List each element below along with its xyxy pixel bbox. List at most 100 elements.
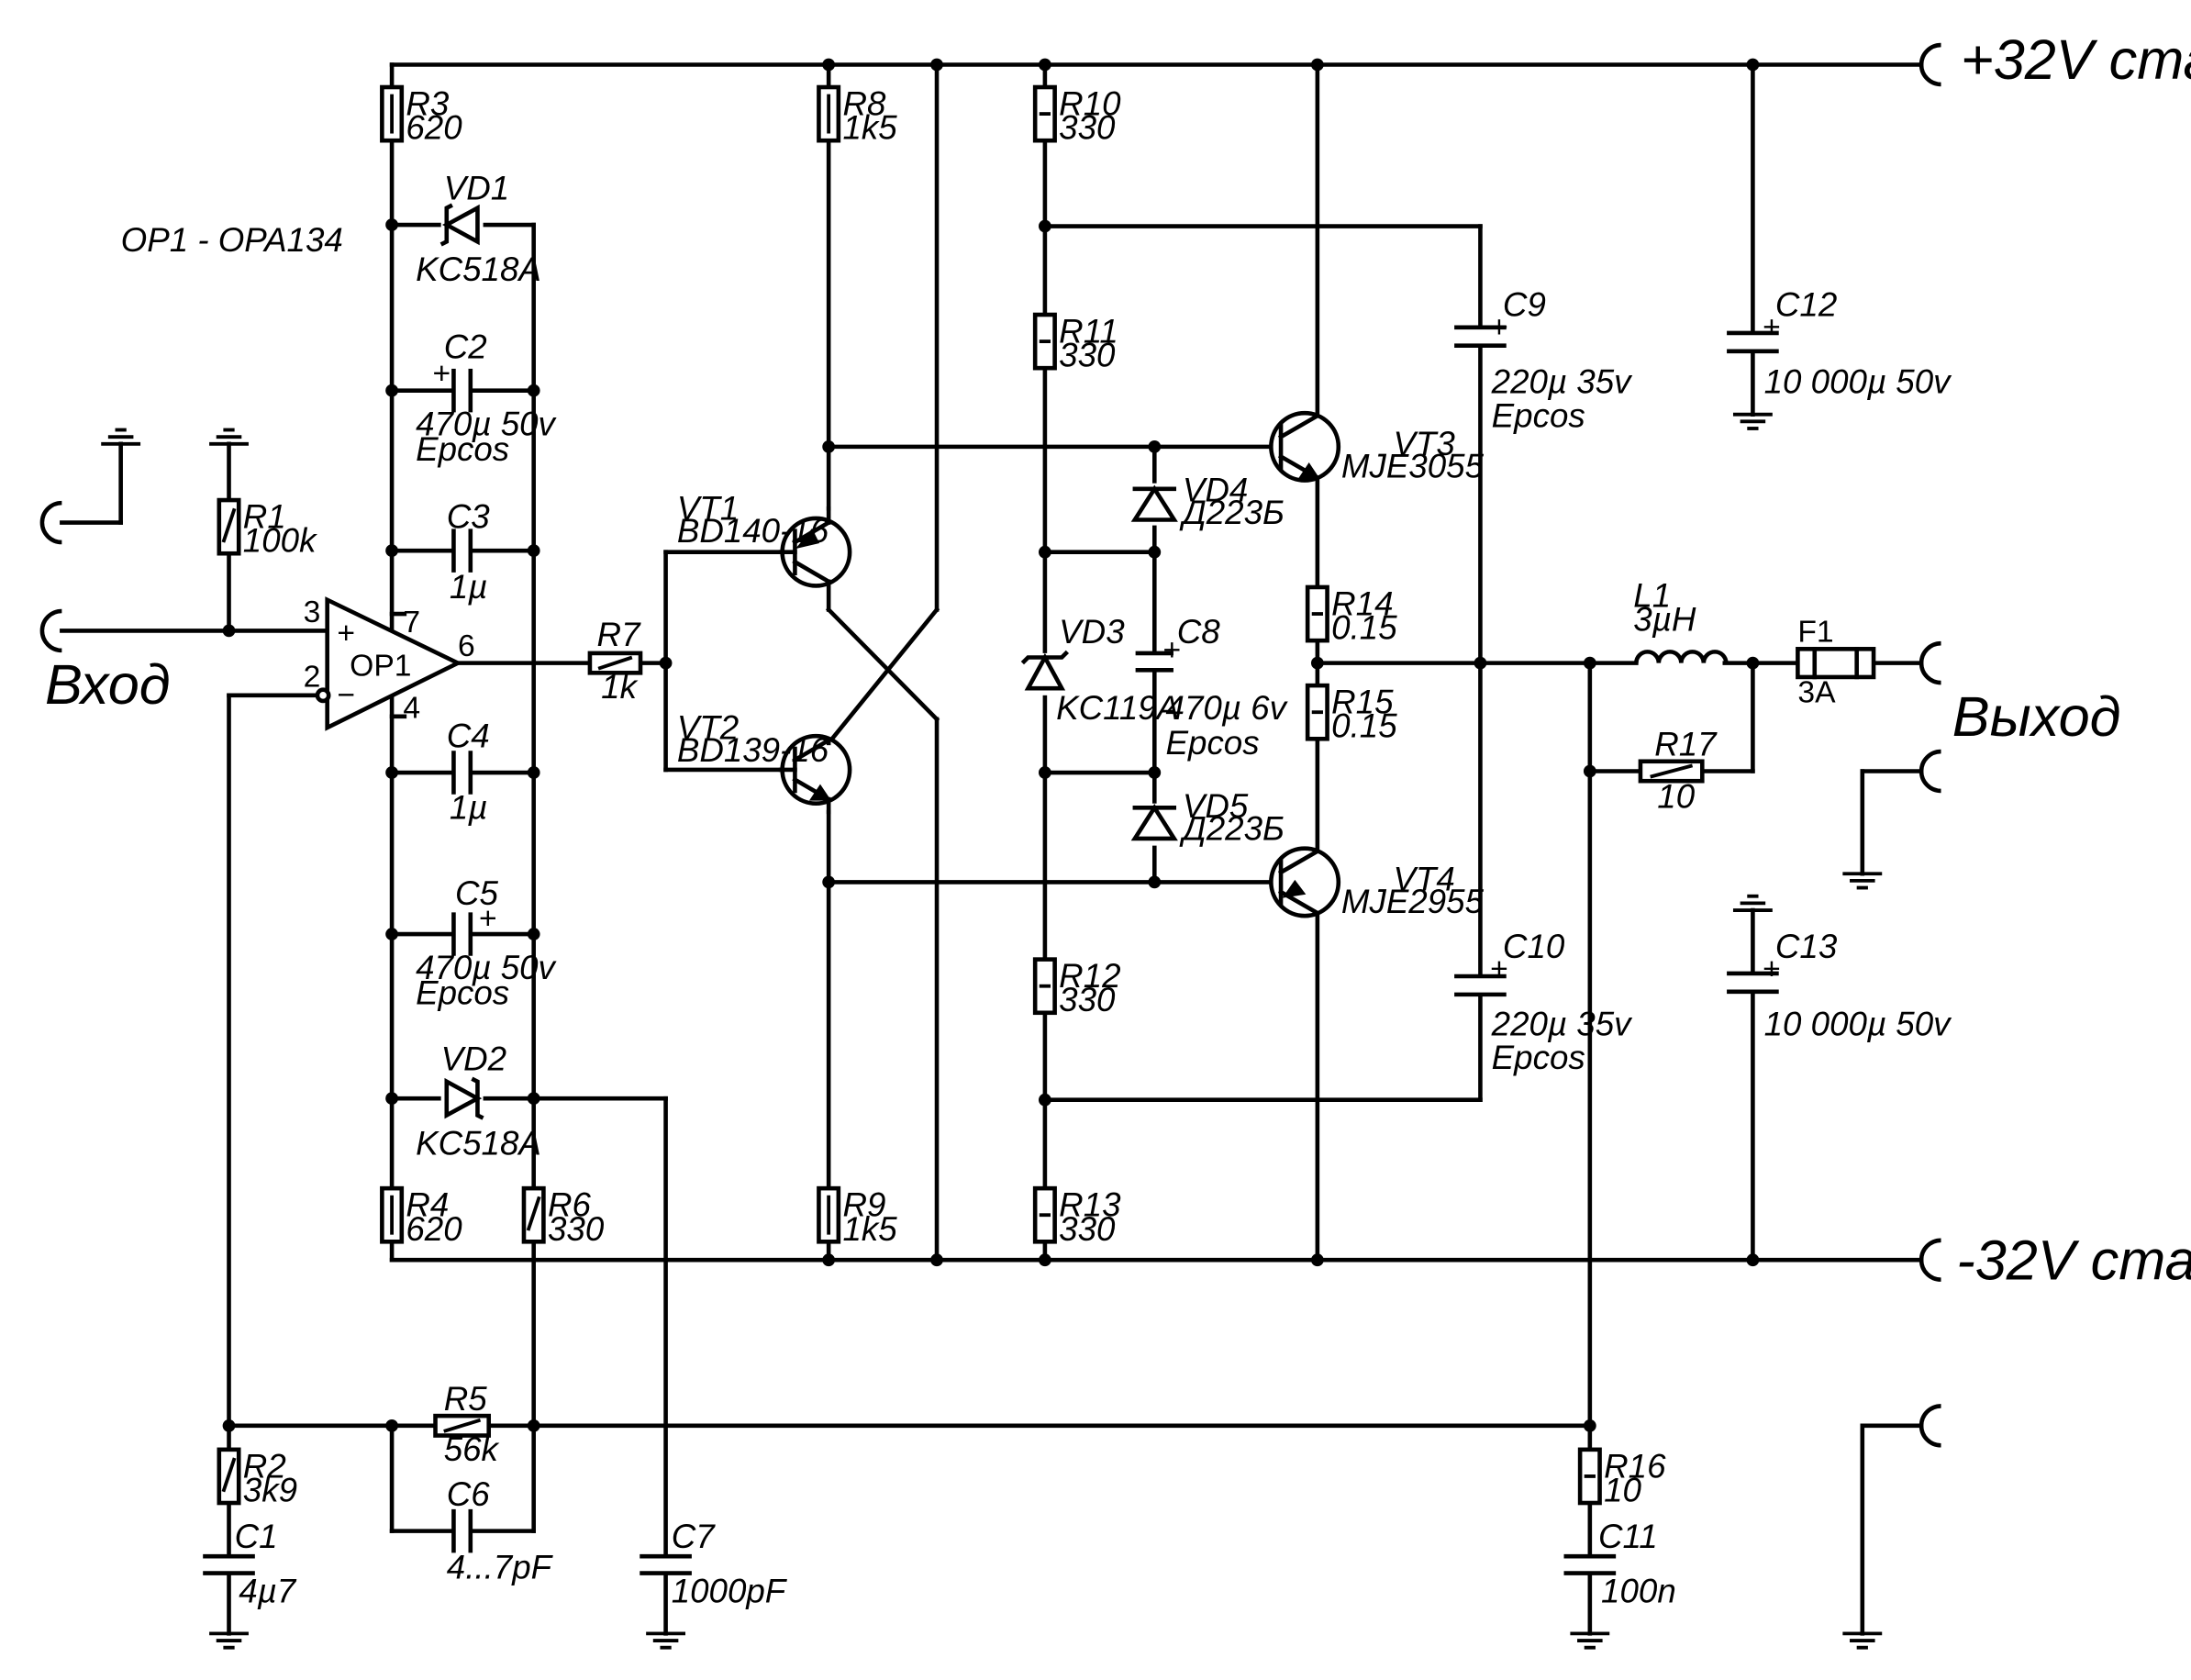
r2-ref: R2	[243, 1447, 286, 1485]
opamp-pin7: 7	[403, 606, 420, 640]
f1-ref: F1	[1797, 616, 1833, 650]
resistor-r11	[1032, 312, 1057, 371]
opamp-pin4: 4	[403, 691, 420, 725]
resistor-r9	[817, 1185, 841, 1244]
r11-ref: R11	[1059, 313, 1118, 350]
diode-vd5	[1130, 803, 1178, 846]
resistor-r3	[380, 84, 405, 143]
c12-value: 10 000µ 50v	[1764, 363, 1953, 401]
resistor-r2	[217, 1447, 241, 1506]
capacitor-c13	[1720, 971, 1785, 995]
vd1-value: KC518A	[416, 250, 541, 288]
capacitor-c4	[451, 750, 473, 795]
c4-ref: C4	[447, 717, 490, 754]
resistor-r13	[1032, 1185, 1057, 1244]
r9-ref: R9	[842, 1186, 885, 1224]
c12-ref: C12	[1775, 286, 1837, 324]
c8-plus: +	[1162, 634, 1181, 668]
l1-ref: L1	[1633, 576, 1671, 614]
transistor-vt2	[778, 733, 852, 815]
label-vplus: +32V стаб	[1961, 28, 2191, 91]
c8-brand: Epcos	[1166, 724, 1260, 762]
vt2-ref: VT2	[677, 708, 739, 746]
vd2-value: KC518A	[416, 1124, 541, 1162]
opamp-pin3: 3	[304, 595, 321, 629]
r14-ref: R14	[1331, 585, 1393, 623]
vt3-ref: VT3	[1394, 425, 1456, 462]
vt3-value: MJE3055	[1341, 448, 1485, 485]
terminal-input-ground	[39, 500, 62, 545]
c9-value: 220µ 35v	[1491, 363, 1633, 401]
diode-vd4	[1130, 483, 1178, 526]
resistor-r15	[1305, 683, 1329, 741]
r13-value: 330	[1059, 1210, 1116, 1248]
resistor-r12	[1032, 957, 1057, 1016]
opamp-pin6: 6	[458, 629, 475, 663]
r3-ref: R3	[406, 85, 450, 123]
capacitor-c5	[451, 911, 473, 957]
c3-ref: C3	[447, 498, 491, 536]
r4-ref: R4	[406, 1186, 449, 1224]
c5-value: 470µ 50v	[416, 949, 557, 986]
terminal-supply-ground	[1919, 1404, 1941, 1448]
r11-value: 330	[1059, 337, 1116, 374]
c1-ref: C1	[235, 1518, 278, 1555]
ground-icon	[101, 428, 141, 446]
r3-value: 620	[406, 109, 462, 147]
capacitor-c3	[451, 528, 473, 573]
terminal-vminus	[1919, 1238, 1941, 1282]
c5-ref: C5	[455, 874, 499, 912]
c2-plus: +	[432, 357, 450, 391]
c4-value: 1µ	[450, 789, 488, 827]
terminal-input	[39, 608, 62, 653]
transistor-vt3	[1269, 410, 1341, 483]
vt4-ref: VT4	[1394, 861, 1455, 898]
c5-plus: +	[479, 902, 497, 936]
resistor-r10	[1032, 84, 1057, 143]
fuse-f1	[1796, 647, 1876, 680]
opamp-minus: −	[337, 679, 355, 713]
r8-value: 1k5	[842, 109, 897, 147]
c6-ref: C6	[447, 1475, 491, 1513]
c11-ref: C11	[1598, 1518, 1658, 1555]
c7-ref: C7	[672, 1518, 717, 1555]
diode-vd1	[439, 202, 484, 248]
resistor-r6	[521, 1185, 546, 1244]
note-opamp: OP1 - OPA134	[121, 221, 343, 259]
c7-value: 1000pF	[672, 1573, 788, 1610]
r16-value: 10	[1604, 1471, 1641, 1508]
c9-plus: +	[1490, 310, 1508, 344]
capacitor-c7	[633, 1553, 698, 1575]
capacitor-c11	[1557, 1553, 1623, 1575]
r2-value: 3k9	[243, 1471, 297, 1508]
resistor-r14	[1305, 584, 1329, 643]
c11-value: 100n	[1601, 1573, 1676, 1610]
c13-value: 10 000µ 50v	[1764, 1005, 1953, 1042]
r1-value: 100k	[243, 522, 317, 560]
c12-plus: +	[1763, 310, 1781, 344]
label-output: Выход	[1952, 685, 2121, 748]
c10-plus: +	[1490, 952, 1508, 986]
ground-icon	[209, 428, 249, 446]
transistor-vt4	[1269, 846, 1341, 918]
r14-value: 0.15	[1331, 609, 1397, 647]
label-vminus: -32V стаб	[1956, 1229, 2191, 1292]
c6-value: 4...7pF	[447, 1549, 554, 1586]
c13-ref: C13	[1775, 928, 1838, 965]
capacitors	[196, 325, 1785, 1575]
terminal-output-ground	[1919, 749, 1941, 794]
vd3-value: KC119A	[1056, 689, 1179, 727]
vd4-ref: VD4	[1183, 472, 1248, 509]
wires	[60, 62, 1924, 1636]
ground-icon	[1732, 412, 1773, 430]
c10-ref: C10	[1503, 928, 1565, 965]
r5-ref: R5	[444, 1380, 488, 1418]
vt1-value: BD140-16	[677, 512, 829, 550]
opamp-plus: +	[337, 617, 355, 651]
capacitor-c8	[1131, 651, 1177, 673]
vd5-ref: VD5	[1183, 787, 1249, 825]
diodes	[439, 202, 1178, 1121]
vd4-value: Д223Б	[1179, 494, 1285, 531]
c2-ref: C2	[444, 328, 487, 365]
